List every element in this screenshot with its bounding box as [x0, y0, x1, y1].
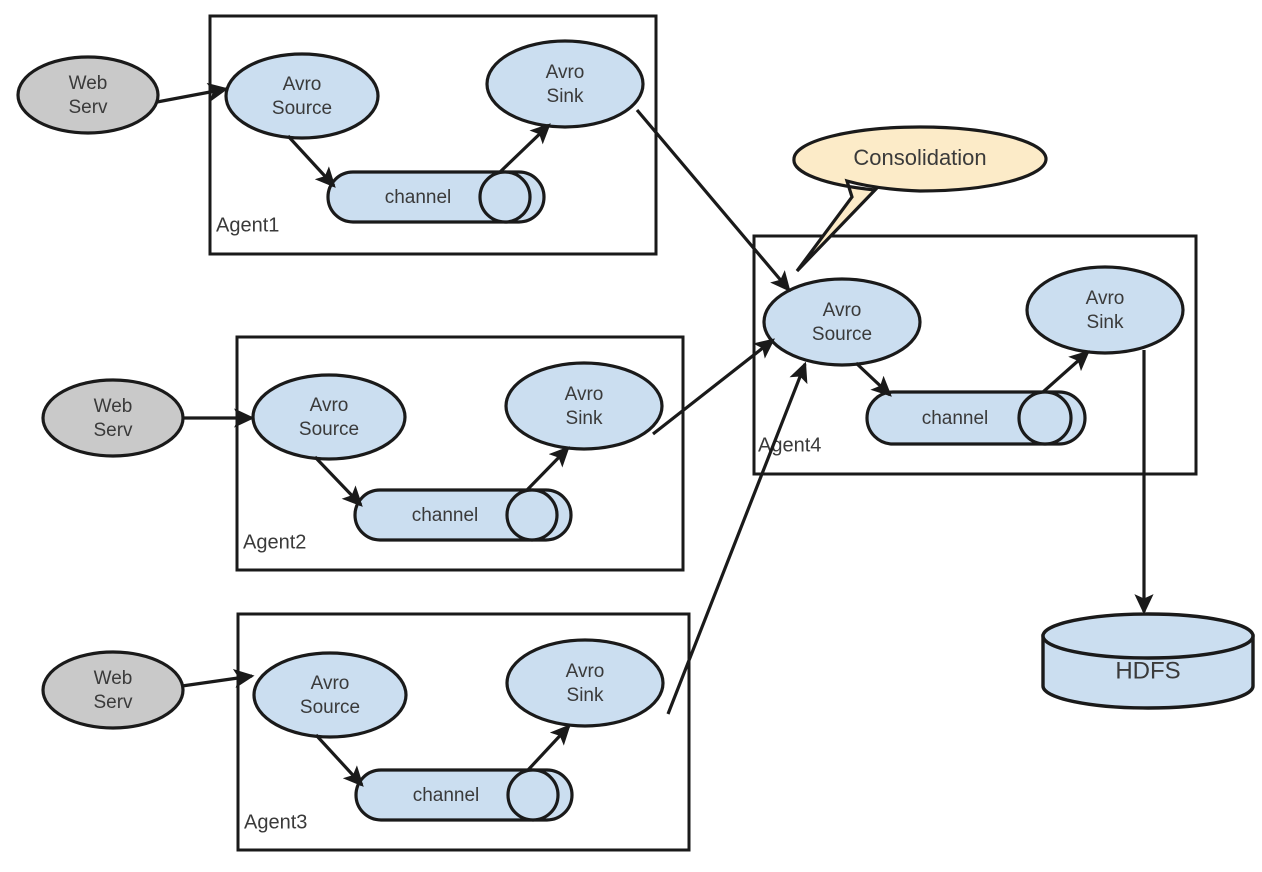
avro-source-ellipse-agent2 [251, 373, 407, 461]
avro-source-label-line2-agent2: Source [299, 419, 359, 440]
flow-webserv1-to-source-agent1 [156, 82, 229, 104]
flow-agent2-sink-to-agent4-source [652, 338, 776, 436]
flow-agent1-sink-to-agent4-source [635, 108, 791, 292]
flow-channel-to-sink-agent4 [1041, 350, 1090, 394]
avro-sink-label-line1-agent1: Avro [546, 62, 585, 83]
avro-sink-agent3: Avro Sink [505, 638, 665, 728]
web-server-webserv3: Web Serv [41, 650, 185, 730]
avro-sink-label-line2-agent4: Sink [1087, 312, 1124, 333]
agent-label-agent1: Agent1 [216, 214, 279, 236]
web-server-ellipse-webserv2 [41, 378, 185, 458]
channel-label-agent1: channel [385, 187, 452, 208]
web-server-label-line1-webserv2: Web [94, 396, 133, 417]
avro-source-agent3: Avro Source [252, 651, 408, 739]
web-server-label-line1-webserv3: Web [94, 668, 133, 689]
avro-sink-ellipse-agent1 [485, 39, 645, 129]
avro-sink-ellipse-agent4 [1025, 265, 1185, 355]
web-server-webserv1: Web Serv [16, 55, 160, 135]
avro-sink-agent2: Avro Sink [504, 361, 664, 451]
hdfs-store: HDFS [1041, 612, 1255, 710]
avro-sink-label-line1-agent2: Avro [565, 384, 604, 405]
channel-label-agent4: channel [922, 408, 989, 429]
avro-source-ellipse-agent1 [224, 52, 380, 140]
agent-group-agent2: Agent2 channel Avro Source Avro Sink [235, 335, 685, 572]
consolidation-callout: Consolidation [792, 125, 1048, 273]
flow-webserv3-to-source-agent3 [181, 669, 255, 689]
channel-cap-agent3 [506, 768, 560, 822]
web-server-ellipse-webserv3 [41, 650, 185, 730]
flow-source-to-channel-agent4 [854, 361, 892, 397]
avro-sink-agent4: Avro Sink [1025, 265, 1185, 355]
avro-source-agent2: Avro Source [251, 373, 407, 461]
web-server-ellipse-webserv1 [16, 55, 160, 135]
flow-source-to-channel-agent3 [314, 733, 364, 787]
flow-agent3-sink-to-agent4-source [666, 361, 808, 715]
agent-group-agent3: Agent3 channel Avro Source Avro Sink [236, 612, 691, 852]
channel-agent2: channel [353, 488, 573, 542]
consolidation-callout-bubble [792, 125, 1048, 273]
hdfs-cylinder-top [1041, 612, 1255, 660]
avro-source-ellipse-agent3 [252, 651, 408, 739]
channel-cap-agent4 [1017, 390, 1073, 446]
avro-source-agent1: Avro Source [224, 52, 380, 140]
agent-group-agent1: Agent1 channel Avro Source Avro Sink [208, 14, 658, 256]
channel-agent4: channel [865, 390, 1087, 446]
flow-source-to-channel-agent2 [313, 455, 363, 507]
channel-cap-agent1 [478, 170, 532, 224]
avro-source-label-line2-agent3: Source [300, 697, 360, 718]
channel-label-agent3: channel [413, 785, 480, 806]
avro-source-label-line1-agent2: Avro [310, 395, 349, 416]
avro-sink-label-line2-agent2: Sink [566, 408, 603, 429]
agent-label-agent3: Agent3 [244, 811, 307, 833]
web-server-webserv2: Web Serv [41, 378, 185, 458]
avro-sink-ellipse-agent2 [504, 361, 664, 451]
channel-agent1: channel [326, 170, 546, 224]
flow-channel-to-sink-agent3 [526, 724, 571, 772]
avro-source-label-line2-agent1: Source [272, 98, 332, 119]
agent-label-agent2: Agent2 [243, 531, 306, 553]
agent-label-agent4: Agent4 [758, 434, 821, 456]
avro-source-agent4: Avro Source [762, 277, 922, 367]
avro-sink-ellipse-agent3 [505, 638, 665, 728]
web-server-label-line2-webserv3: Serv [93, 692, 133, 713]
web-server-label-line2-webserv2: Serv [93, 420, 133, 441]
avro-source-label-line1-agent4: Avro [823, 300, 862, 321]
avro-source-label-line1-agent3: Avro [311, 673, 350, 694]
avro-source-label-line1-agent1: Avro [283, 74, 322, 95]
consolidation-callout-label: Consolidation [853, 145, 986, 170]
avro-sink-label-line1-agent4: Avro [1086, 288, 1125, 309]
avro-sink-label-line2-agent3: Sink [567, 685, 604, 706]
avro-source-ellipse-agent4 [762, 277, 922, 367]
avro-source-label-line2-agent4: Source [812, 324, 872, 345]
channel-cap-agent2 [505, 488, 559, 542]
agent-group-agent4: Agent4 channel Avro Source Avro Sink [752, 234, 1198, 476]
web-server-label-line2-webserv1: Serv [68, 97, 108, 118]
avro-sink-label-line1-agent3: Avro [566, 661, 605, 682]
avro-sink-agent1: Avro Sink [485, 39, 645, 129]
web-server-label-line1-webserv1: Web [69, 73, 108, 94]
flow-channel-to-sink-agent1 [498, 123, 551, 174]
hdfs-label: HDFS [1115, 657, 1180, 684]
flow-source-to-channel-agent1 [286, 134, 336, 188]
flow-channel-to-sink-agent2 [525, 446, 570, 492]
channel-agent3: channel [354, 768, 574, 822]
avro-sink-label-line2-agent1: Sink [547, 86, 584, 107]
channel-label-agent2: channel [412, 505, 479, 526]
